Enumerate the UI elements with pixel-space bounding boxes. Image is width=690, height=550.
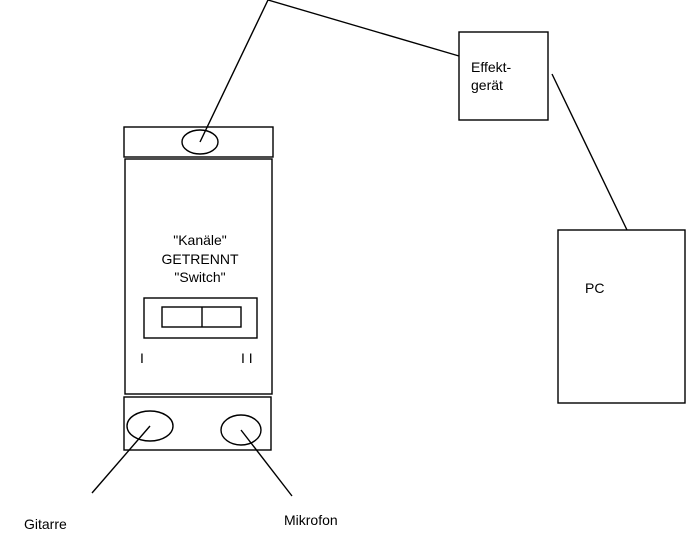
effects-unit-label-line1: Effekt- (471, 59, 512, 75)
device-label-switch: "Switch" (174, 269, 226, 285)
device-label-kanaele: "Kanäle" (173, 232, 227, 248)
cable-device-to-effects (199, 0, 460, 143)
guitar-input-jack (126, 410, 174, 442)
cable-effects-to-pc (551, 73, 628, 231)
pc-box (557, 229, 686, 404)
channel-one-label: I (140, 350, 144, 366)
device-top-jack (181, 129, 219, 155)
cable-guitar (91, 425, 151, 494)
effects-unit-box (458, 31, 549, 121)
device-top-section (123, 126, 274, 158)
device-input-section (123, 396, 272, 451)
channel-two-label: I I (241, 350, 253, 366)
cable-microphone (240, 429, 293, 497)
microphone-label: Mikrofon (284, 512, 338, 528)
effects-unit-label-line2: gerät (471, 77, 503, 93)
channel-switch-frame (143, 297, 258, 339)
pc-label: PC (585, 280, 605, 296)
microphone-input-jack (220, 414, 262, 446)
guitar-label: Gitarre (24, 516, 67, 532)
device-label-getrennt: GETRENNT (161, 251, 239, 267)
device-main-body (124, 158, 273, 395)
